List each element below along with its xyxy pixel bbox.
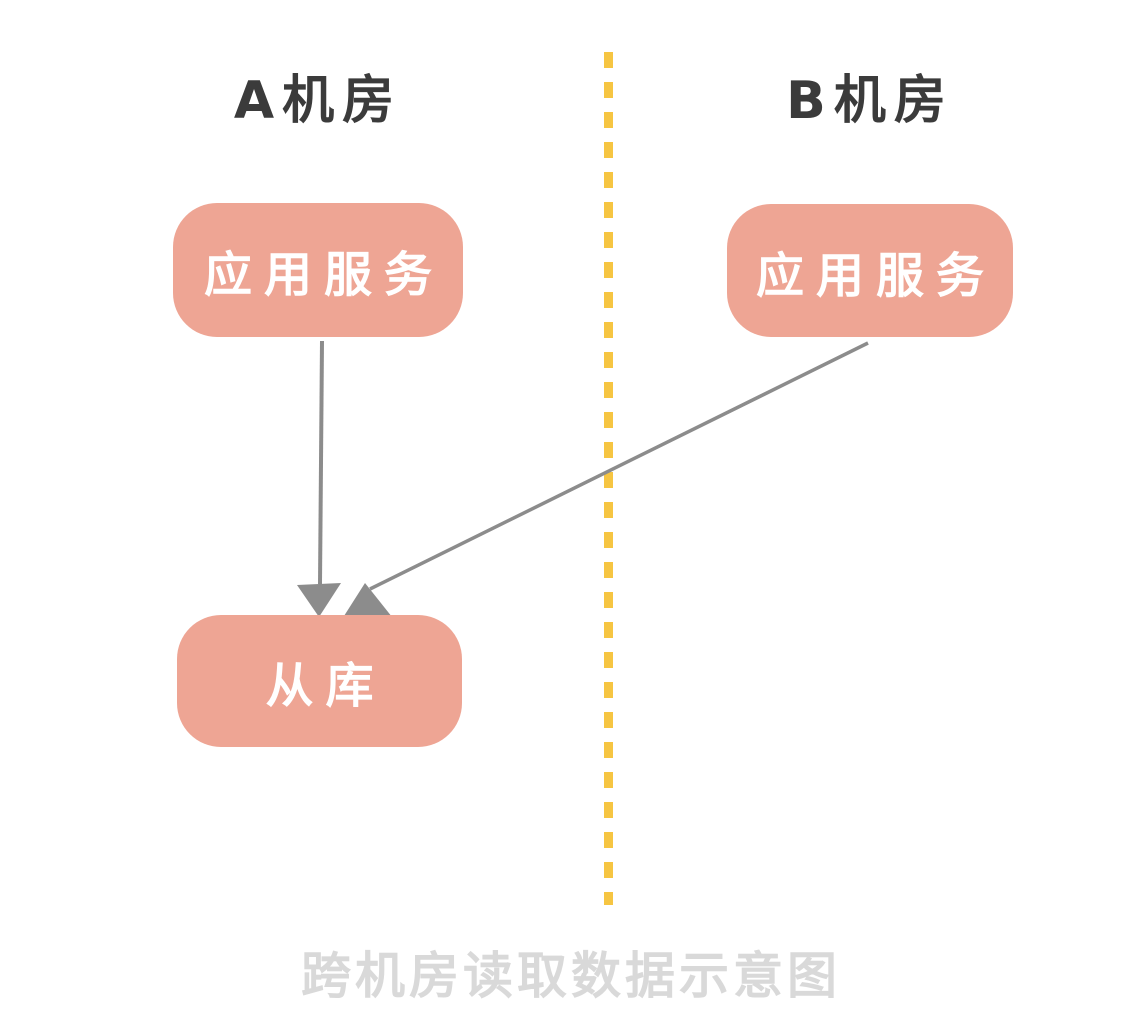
arrow-app-a-to-slave [297,340,341,617]
zone-title-a: A机房 [233,71,403,131]
zone-divider-dashed-line [604,52,613,905]
node-app-service-b: 应用服务 [727,204,1013,337]
node-app-service-a: 应用服务 [173,203,463,337]
node-app-service-b-label: 应用服务 [755,247,996,304]
zone-title-b: B机房 [786,71,954,131]
arrow-app-b-to-slave [337,341,869,627]
node-slave-db-label: 从库 [265,658,386,714]
diagram-caption: 跨机房读取数据示意图 [301,947,841,1005]
node-app-service-a-label: 应用服务 [203,247,444,303]
node-slave-db: 从库 [177,615,462,747]
